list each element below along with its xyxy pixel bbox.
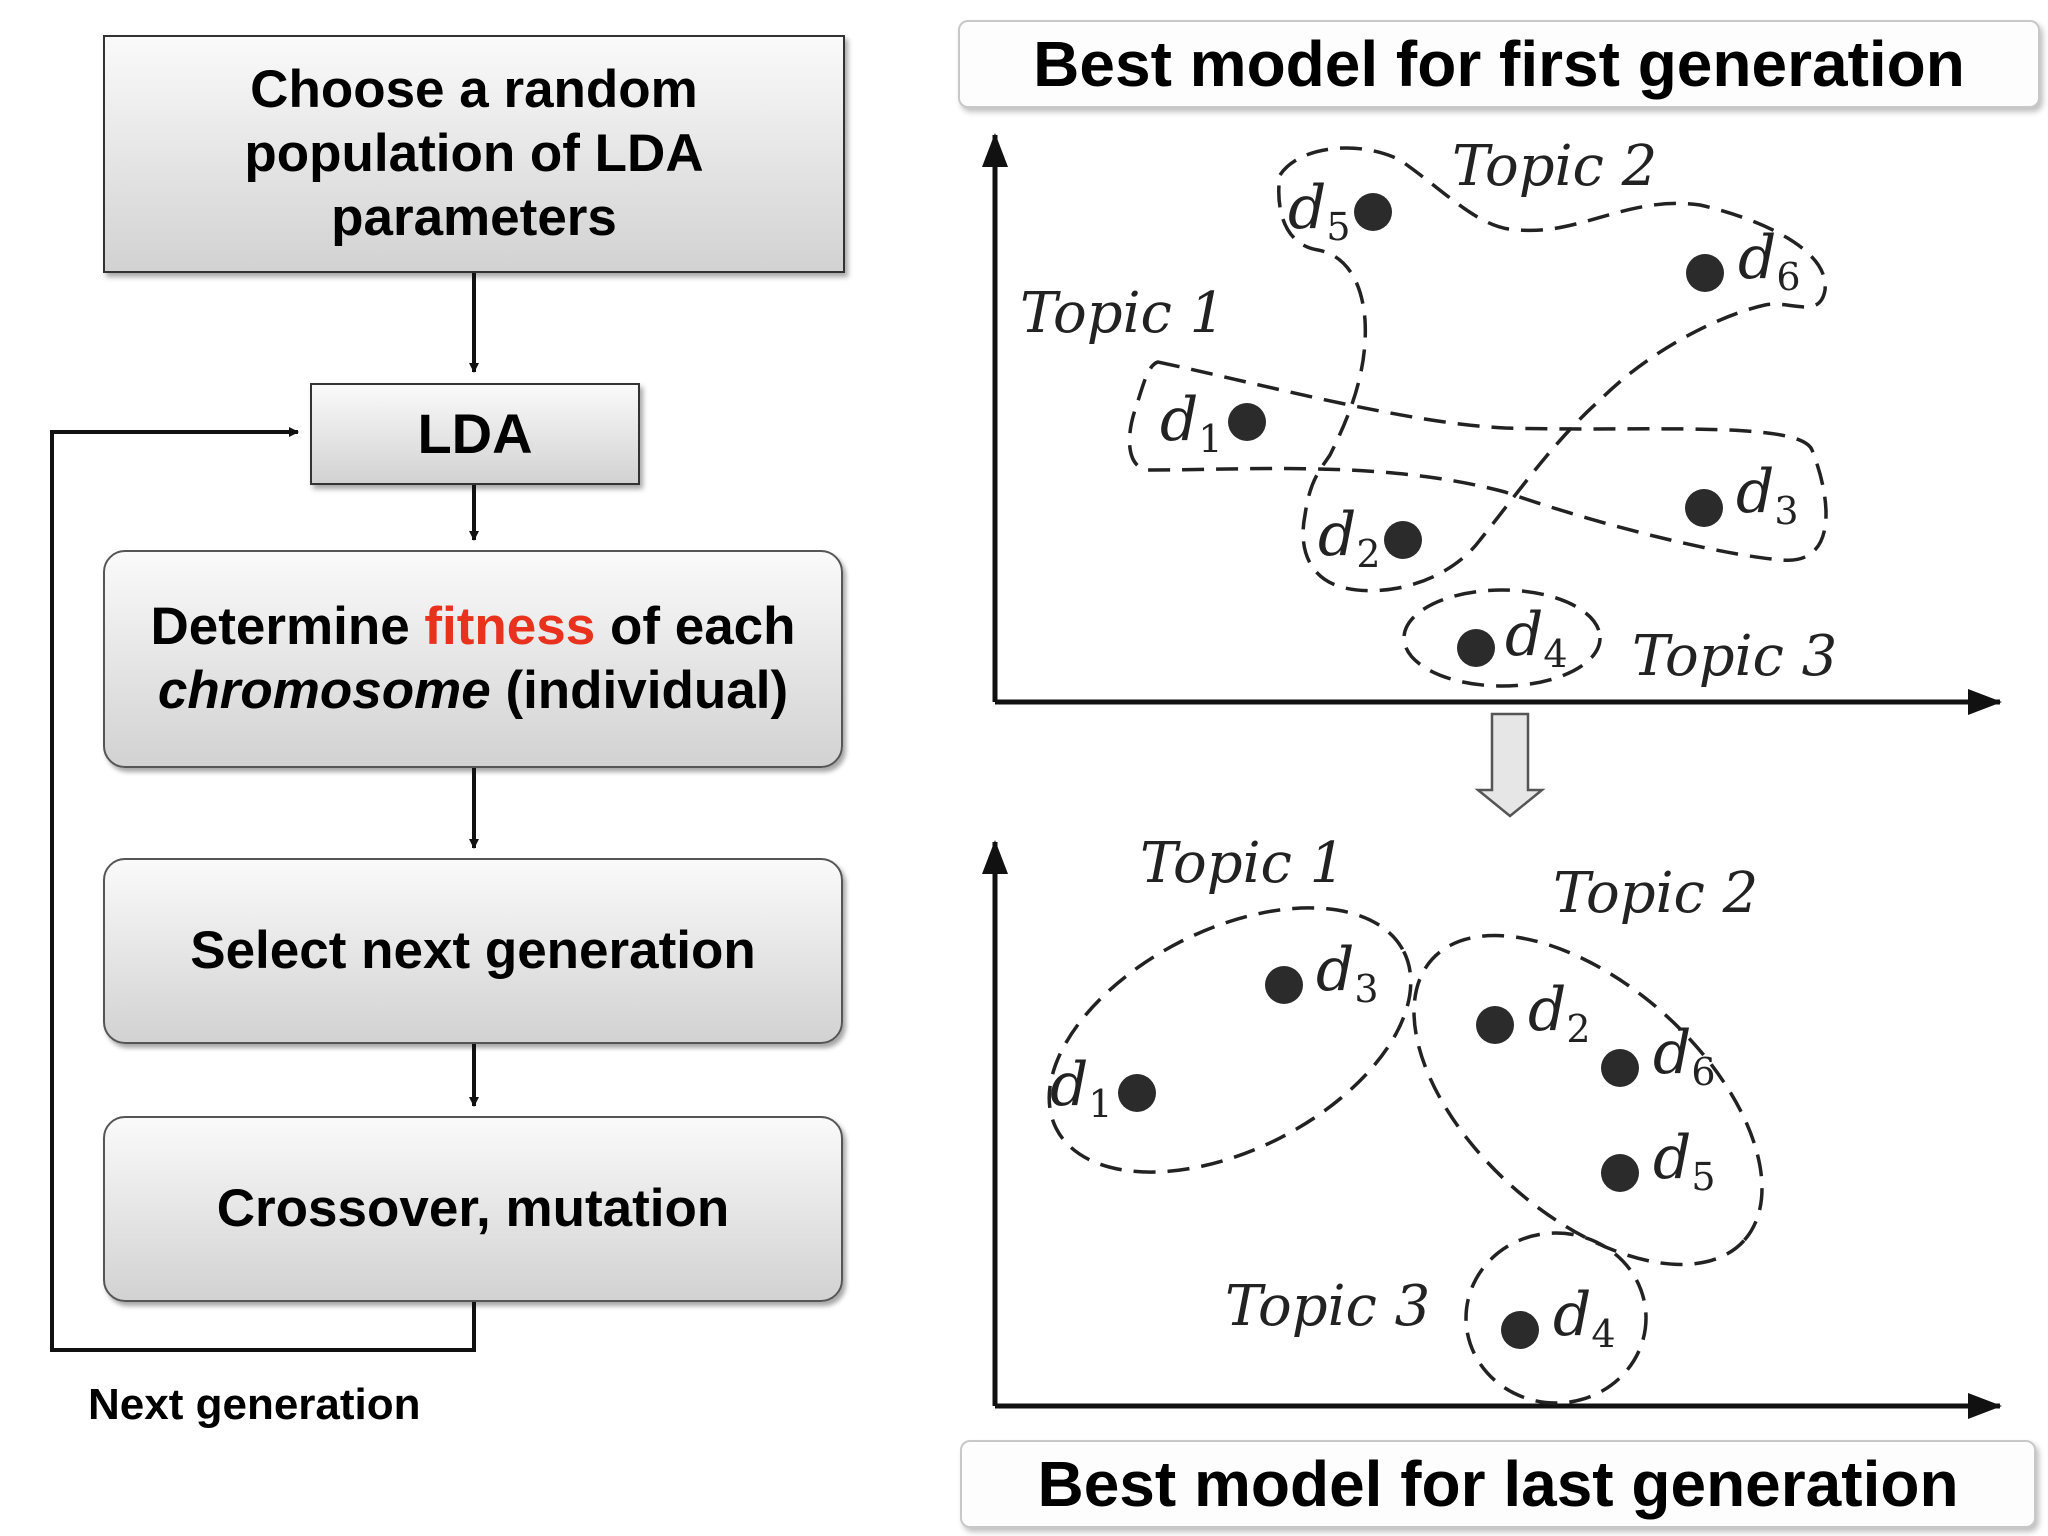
last-doc-4-sub: 4 — [1591, 1312, 1615, 1356]
first-topic-3-boundary — [1402, 588, 1602, 688]
word-of-each: of each — [609, 597, 796, 656]
last-generation-title: Best model for last generation — [960, 1440, 2036, 1528]
first-doc-2-letter: d — [1318, 500, 1356, 570]
first-topic-3-label: Topic 3 — [1632, 624, 1837, 689]
last-doc-2-point — [1476, 1006, 1514, 1044]
word-determine: Determine — [150, 597, 410, 656]
first-generation-title: Best model for first generation — [958, 20, 2040, 108]
last-topic-2-boundary — [1412, 933, 1764, 1267]
first-doc-4-point — [1457, 629, 1495, 667]
first-doc-4-sub: 4 — [1543, 632, 1567, 676]
first-doc-5-letter: d — [1288, 173, 1326, 243]
last-doc-1-letter: d — [1050, 1050, 1088, 1120]
last-doc-3-sub: 3 — [1354, 967, 1378, 1011]
first-topic-2-boundary — [1277, 146, 1827, 593]
first-doc-3-point — [1685, 489, 1723, 527]
step-select-next-generation: Select next generation — [103, 858, 843, 1044]
last-doc-3-point — [1265, 966, 1303, 1004]
last-doc-4-point — [1501, 1311, 1539, 1349]
first-panel-axes — [982, 133, 2002, 715]
transition-arrow-icon — [1474, 712, 1546, 818]
step-select-label: Select next generation — [190, 921, 756, 980]
last-doc-1-sub: 1 — [1088, 1082, 1112, 1126]
step-choose-line-1: Choose a random — [250, 60, 698, 119]
first-doc-6-label: d6 — [1738, 223, 1801, 299]
step-choose-line-3: parameters — [331, 188, 617, 247]
first-doc-2-sub: 2 — [1356, 532, 1380, 576]
first-doc-3-sub: 3 — [1774, 489, 1798, 533]
first-doc-5-sub: 5 — [1326, 205, 1350, 249]
last-topic-3-label: Topic 3 — [1225, 1274, 1430, 1339]
last-topic-2-label: Topic 2 — [1553, 861, 1758, 926]
last-doc-6-letter: d — [1653, 1018, 1691, 1088]
last-doc-6-point — [1601, 1049, 1639, 1087]
first-topic-1-label: Topic 1 — [1020, 281, 1225, 346]
step-choose-line-2: population of LDA — [244, 124, 704, 183]
word-chromosome: chromosome — [157, 661, 491, 720]
last-panel-axes — [982, 840, 2002, 1419]
last-topic-1-label: Topic 1 — [1140, 831, 1345, 896]
next-generation-label: Next generation — [88, 1380, 421, 1429]
word-individual: (individual) — [505, 661, 789, 720]
last-doc-3-letter: d — [1316, 935, 1354, 1005]
first-doc-6-point — [1686, 254, 1724, 292]
first-doc-5-point — [1354, 193, 1392, 231]
last-topic-1-boundary — [1047, 906, 1413, 1174]
step-choose-population: Choose a random population of LDA parame… — [103, 35, 845, 273]
last-doc-2-label: d2 — [1528, 975, 1591, 1051]
step-fitness-line-1: Determine fitness of each — [150, 595, 795, 659]
step-crossover-label: Crossover, mutation — [216, 1179, 730, 1238]
step-fitness-line-2: chromosome (individual) — [158, 659, 788, 723]
step-crossover-mutation: Crossover, mutation — [103, 1116, 843, 1302]
first-doc-1-letter: d — [1160, 385, 1198, 455]
first-doc-2-label: d2 — [1318, 500, 1381, 576]
first-topic-2-label: Topic 2 — [1452, 134, 1657, 199]
last-doc-3-label: d3 — [1316, 935, 1379, 1011]
first-doc-1-label: d1 — [1160, 385, 1223, 461]
first-doc-6-letter: d — [1738, 223, 1776, 293]
flow-arrows — [50, 273, 479, 1352]
last-doc-1-label: d1 — [1050, 1050, 1113, 1126]
last-doc-4-letter: d — [1553, 1280, 1591, 1350]
last-doc-5-letter: d — [1653, 1123, 1691, 1193]
first-doc-1-sub: 1 — [1198, 417, 1222, 461]
last-doc-1-point — [1118, 1074, 1156, 1112]
step-determine-fitness: Determine fitness of each chromosome (in… — [103, 550, 843, 768]
step-lda-label: LDA — [417, 402, 533, 465]
last-doc-5-sub: 5 — [1691, 1155, 1715, 1199]
last-doc-2-letter: d — [1528, 975, 1566, 1045]
last-doc-6-label: d6 — [1653, 1018, 1716, 1094]
first-doc-3-label: d3 — [1736, 457, 1799, 533]
last-doc-5-point — [1601, 1154, 1639, 1192]
arrow-loop-back — [50, 427, 476, 1352]
last-topic-3-boundary — [1464, 1231, 1648, 1405]
last-doc-5-label: d5 — [1653, 1123, 1716, 1199]
last-doc-4-label: d4 — [1553, 1280, 1616, 1356]
last-doc-2-sub: 2 — [1566, 1007, 1590, 1051]
first-doc-2-point — [1384, 521, 1422, 559]
first-doc-6-sub: 6 — [1776, 255, 1800, 299]
word-fitness: fitness — [424, 597, 596, 656]
first-doc-5-label: d5 — [1288, 173, 1351, 249]
first-topic-1-boundary — [1127, 360, 1828, 562]
step-lda: LDA — [310, 383, 640, 485]
first-doc-4-letter: d — [1505, 600, 1543, 670]
first-doc-1-point — [1228, 403, 1266, 441]
first-doc-4-label: d4 — [1505, 600, 1568, 676]
first-doc-3-letter: d — [1736, 457, 1774, 527]
last-doc-6-sub: 6 — [1691, 1050, 1715, 1094]
